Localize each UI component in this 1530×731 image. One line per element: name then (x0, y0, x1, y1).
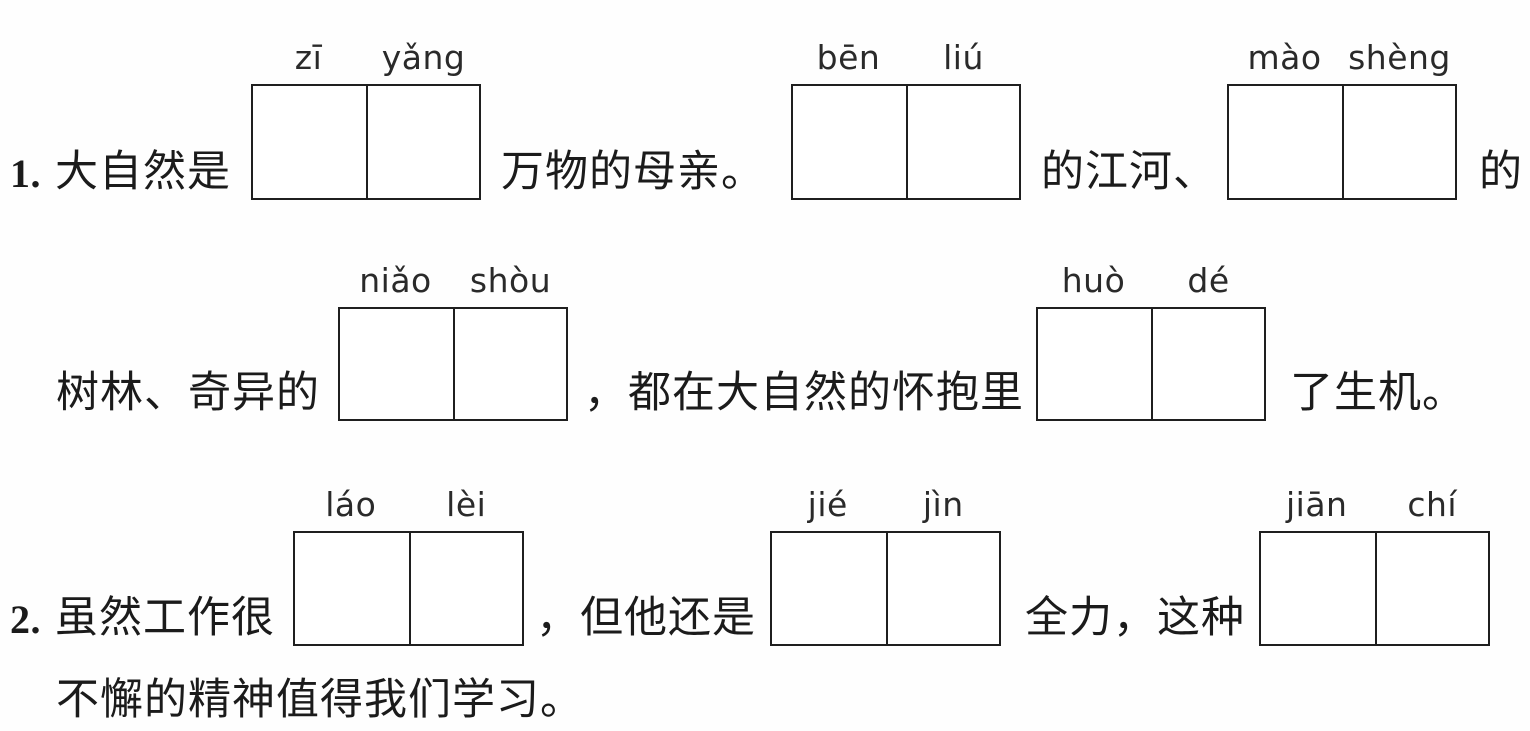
char-cell[interactable] (1038, 309, 1151, 419)
pinyin-syllable: jié (807, 485, 848, 525)
line2-text-a: 树林、奇异的 (56, 368, 320, 418)
exercise-line-2: 树林、奇异的 niǎo shòu ，都在大自然的怀抱里 huò dé (0, 236, 1530, 421)
blank-niao-shou[interactable]: niǎo shòu (338, 261, 568, 421)
pinyin-syllable: jiān (1286, 485, 1348, 525)
item-number-2: 2. (10, 597, 41, 642)
char-cell[interactable] (453, 309, 566, 419)
pinyin-jie-jin: jié jìn (770, 485, 1001, 525)
line1-text-b: 万物的母亲。 (501, 147, 765, 197)
pinyin-syllable: shòu (469, 261, 552, 301)
pinyin-zi-yang: zī yǎng (251, 38, 481, 78)
tianzige-box[interactable] (251, 84, 481, 200)
tianzige-box[interactable] (1259, 531, 1490, 646)
item-number-1: 1. (10, 151, 41, 196)
blank-ben-liu[interactable]: bēn liú (791, 38, 1021, 200)
pinyin-syllable: dé (1187, 261, 1230, 301)
pinyin-niao-shou: niǎo shòu (338, 261, 568, 301)
char-cell[interactable] (253, 86, 366, 198)
pinyin-syllable: shèng (1348, 38, 1451, 78)
tianzige-box[interactable] (1227, 84, 1457, 200)
pinyin-syllable: niǎo (359, 261, 432, 301)
blank-jian-chi[interactable]: jiān chí (1259, 485, 1490, 646)
exercise-line-4: 不懈的精神值得我们学习。 (0, 648, 1530, 728)
line2-text-b: ，都在大自然的怀抱里 (584, 368, 1024, 418)
line1-text-a: 大自然是 (55, 147, 231, 197)
blank-zi-yang[interactable]: zī yǎng (251, 38, 481, 200)
blank-mao-sheng[interactable]: mào shèng (1227, 38, 1457, 200)
blank-lao-lei[interactable]: láo lèi (293, 485, 524, 646)
char-cell[interactable] (1342, 86, 1455, 198)
line2-text-c: 了生机。 (1290, 368, 1466, 418)
pinyin-syllable: bēn (816, 38, 881, 78)
pinyin-ben-liu: bēn liú (791, 38, 1021, 78)
char-cell[interactable] (366, 86, 479, 198)
char-cell[interactable] (793, 86, 906, 198)
pinyin-syllable: liú (943, 38, 984, 78)
pinyin-syllable: huò (1061, 261, 1126, 301)
blank-jie-jin[interactable]: jié jìn (770, 485, 1001, 646)
char-cell[interactable] (1374, 533, 1489, 644)
pinyin-mao-sheng: mào shèng (1227, 38, 1457, 78)
pinyin-lao-lei: láo lèi (293, 485, 524, 525)
pinyin-syllable: zī (294, 38, 323, 78)
pinyin-syllable: lèi (446, 485, 487, 525)
line3-text-c: 全力，这种 (1025, 593, 1245, 643)
exercise-line-3: 2. 虽然工作很 láo lèi ，但他还是 jié jìn (0, 456, 1530, 646)
tianzige-box[interactable] (1036, 307, 1266, 421)
char-cell[interactable] (885, 533, 1000, 644)
char-cell[interactable] (295, 533, 409, 644)
char-cell[interactable] (772, 533, 886, 644)
char-cell[interactable] (1229, 86, 1342, 198)
char-cell[interactable] (1151, 309, 1264, 419)
char-cell[interactable] (1261, 533, 1375, 644)
pinyin-jian-chi: jiān chí (1259, 485, 1490, 525)
exercise-line-1: 1. 大自然是 zī yǎng 万物的母亲。 bēn liú (0, 10, 1530, 200)
pinyin-syllable: yǎng (381, 38, 466, 78)
line3-text-a: 虽然工作很 (55, 593, 275, 643)
tianzige-box[interactable] (293, 531, 524, 646)
char-cell[interactable] (340, 309, 453, 419)
char-cell[interactable] (408, 533, 523, 644)
blank-huo-de[interactable]: huò dé (1036, 261, 1266, 421)
pinyin-huo-de: huò dé (1036, 261, 1266, 301)
line3-text-b: ，但他还是 (536, 593, 756, 643)
line4-text-a: 不懈的精神值得我们学习。 (56, 675, 584, 725)
tianzige-box[interactable] (791, 84, 1021, 200)
char-cell[interactable] (906, 86, 1019, 198)
line1-text-c: 的江河、 (1041, 147, 1217, 197)
tianzige-box[interactable] (338, 307, 568, 421)
line1-text-d: 的 (1479, 147, 1523, 197)
pinyin-syllable: chí (1407, 485, 1458, 525)
pinyin-syllable: láo (325, 485, 377, 525)
tianzige-box[interactable] (770, 531, 1001, 646)
pinyin-syllable: mào (1247, 38, 1322, 78)
pinyin-syllable: jìn (922, 485, 964, 525)
